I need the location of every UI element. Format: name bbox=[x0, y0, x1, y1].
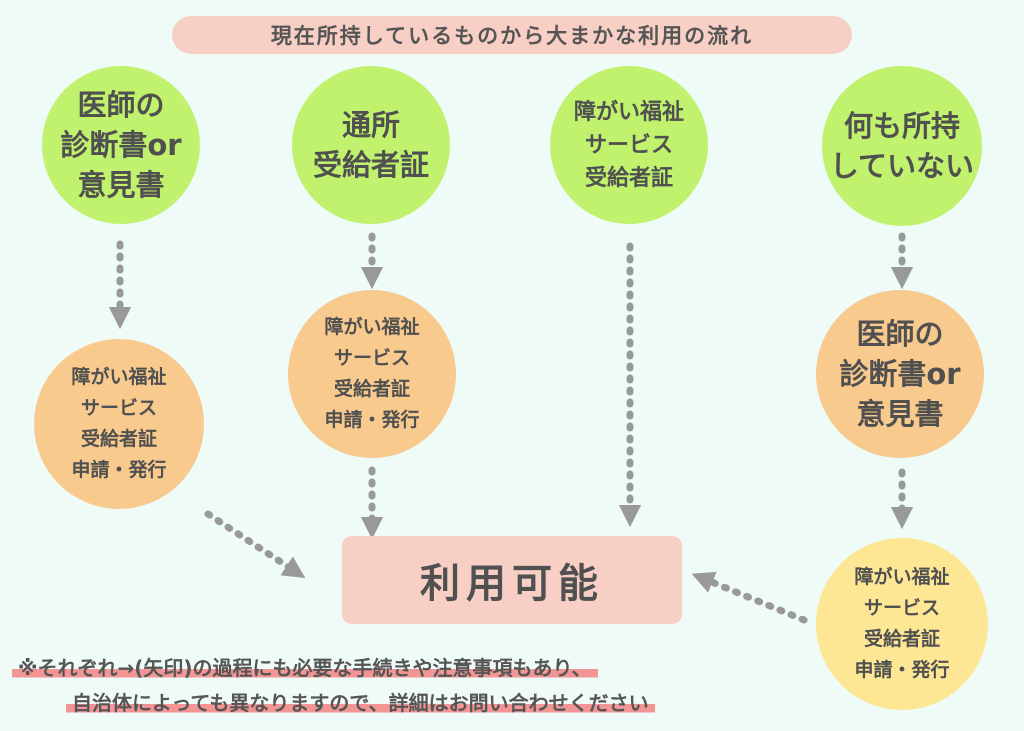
node-text: 医師の bbox=[856, 317, 944, 351]
node-text: 何も所持 bbox=[843, 109, 960, 143]
node-text: していない bbox=[829, 149, 975, 183]
node-welfare-certificate: 障がい福祉 サービス 受給者証 bbox=[550, 66, 708, 224]
node-text: 意見書 bbox=[856, 397, 944, 431]
node-text: 受給者証 bbox=[312, 148, 429, 182]
node-text: 障がい福祉 bbox=[324, 316, 420, 338]
node-text: 障がい福祉 bbox=[71, 366, 167, 388]
node-text: 医師の bbox=[77, 88, 165, 122]
node-text: 障がい福祉 bbox=[854, 566, 950, 588]
node-doctor-certificate: 医師の 診断書or 意見書 bbox=[42, 66, 200, 224]
node-apply-certificate: 障がい福祉 サービス 受給者証 申請・発行 bbox=[34, 339, 204, 509]
arrow-diagonal bbox=[691, 571, 808, 624]
node-text: 受給者証 bbox=[584, 165, 673, 191]
node-day-service-certificate: 通所 受給者証 bbox=[292, 66, 450, 224]
node-text: 通所 bbox=[341, 108, 400, 142]
diagram-title: 現在所持しているものから大まかな利用の流れ bbox=[172, 16, 852, 54]
node-text: 申請・発行 bbox=[854, 659, 950, 681]
node-text: サービス bbox=[584, 132, 673, 158]
node-text: 受給者証 bbox=[333, 378, 410, 400]
node-text: 受給者証 bbox=[80, 428, 157, 450]
footnote-line-1: ※それぞれ→(矢印)の過程にも必要な手続きや注意事項もあり、 bbox=[12, 652, 598, 681]
node-apply-certificate: 障がい福祉 サービス 受給者証 申請・発行 bbox=[816, 538, 988, 710]
node-text: 受給者証 bbox=[863, 628, 940, 650]
node-text: サービス bbox=[863, 597, 940, 619]
result-available: 利用可能 bbox=[342, 536, 682, 624]
node-text: 診断書or bbox=[60, 128, 182, 162]
node-text: 申請・発行 bbox=[324, 409, 420, 431]
arrow-diagonal bbox=[204, 510, 306, 579]
footnote-line-2: 自治体によっても異なりますので、詳細はお問い合わせください bbox=[66, 687, 655, 716]
node-text: 診断書or bbox=[839, 357, 961, 391]
node-text: サービス bbox=[80, 397, 157, 419]
node-apply-certificate: 障がい福祉 サービス 受給者証 申請・発行 bbox=[288, 290, 456, 458]
node-nothing-held: 何も所持 していない bbox=[822, 66, 982, 226]
node-doctor-certificate: 医師の 診断書or 意見書 bbox=[816, 290, 984, 458]
node-text: 申請・発行 bbox=[71, 459, 167, 481]
node-text: 障がい福祉 bbox=[573, 99, 684, 125]
node-text: 意見書 bbox=[77, 168, 165, 202]
node-text: サービス bbox=[333, 347, 410, 369]
